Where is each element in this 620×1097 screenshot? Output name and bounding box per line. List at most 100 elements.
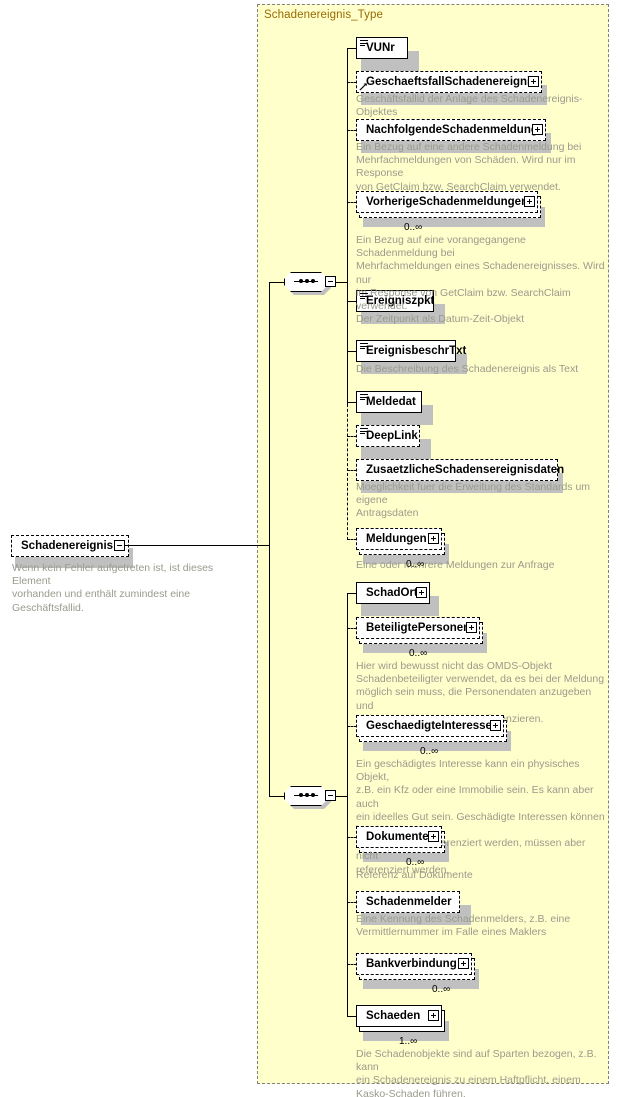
group2-trunk-lower <box>347 796 348 1016</box>
occurrence-meldungen: 0..∞ <box>406 559 425 570</box>
annotation-dokumente: Referenz auf Dokumente <box>356 869 473 881</box>
sequence-1-dot-3 <box>311 279 315 283</box>
annotation-schaeden: Die Schadenobjekte sind auf Sparten bezo… <box>356 1048 597 1097</box>
annotation-geschaeftsfallschadenereignis: Geschäftsfallid der Anlage des Schadener… <box>356 93 583 119</box>
element-bankverbindung[interactable]: Bankverbindung <box>356 953 472 975</box>
sequence-1-dot-1 <box>299 279 303 283</box>
annotation-geschaedigteinteressen: Ein geschädigtes Interesse kann ein phys… <box>356 758 605 876</box>
branch-meldedat <box>347 402 357 403</box>
element-bankverbindung-label: Bankverbindung <box>366 957 457 970</box>
simple-type-icon <box>360 40 368 46</box>
occurrence-bankverbindung: 0..∞ <box>432 984 451 995</box>
expand-geschaedigteinteressen-icon[interactable] <box>490 720 501 731</box>
root-trunk-vertical-upper <box>269 282 270 546</box>
element-meldedat-label: Meldedat <box>366 395 416 408</box>
occurrence-dokumente: 0..∞ <box>406 857 425 868</box>
annotation-meldungen: Eine oder mehrere Meldungen zur Anfrage <box>356 559 555 571</box>
element-nachfolgendeschadenmeldung-label: NachfolgendeSchadenmeldung <box>366 123 538 136</box>
element-deeplink-label: DeepLink <box>366 429 418 442</box>
occurrence-schaeden: 1..∞ <box>399 1036 418 1047</box>
seq1-inlet-line <box>269 282 284 283</box>
simple-type-icon <box>360 343 368 349</box>
root-connector-line <box>125 545 270 546</box>
branch-nachfolgendeschadenmeldung <box>347 130 357 131</box>
branch-schaeden <box>347 1016 357 1017</box>
expand-bankverbindung-icon[interactable] <box>458 958 469 969</box>
element-dokumente-label: Dokumente <box>366 830 429 843</box>
element-meldedat[interactable]: Meldedat <box>356 391 422 413</box>
annotation-nachfolgendeschadenmeldung: Ein Bezug auf eine andere Schadenmeldung… <box>356 141 582 193</box>
branch-vunr <box>347 48 357 49</box>
element-beteiligtepersonen[interactable]: BeteiligtePersonen <box>356 617 480 639</box>
sequence-compositor-1[interactable] <box>284 272 328 292</box>
expand-dokumente-icon[interactable] <box>428 831 439 842</box>
simple-type-icon <box>360 428 368 434</box>
root-element-label: Schadenereignis <box>21 539 114 552</box>
element-meldungen[interactable]: Meldungen <box>356 528 442 550</box>
simple-type-icon <box>360 293 368 299</box>
element-zusaetzlicheschadensereignisdaten-label: ZusaetzlicheSchadensereignisdaten <box>366 463 565 476</box>
element-geschaeftsfallschadenereignis-label: GeschaeftsfallSchadenereignis <box>366 75 537 88</box>
expand-beteiligtepersonen-icon[interactable] <box>466 622 477 633</box>
element-schadenmelder[interactable]: Schadenmelder <box>356 891 460 913</box>
reference-arrow-icon <box>359 83 367 91</box>
sequence-2-dot-1 <box>299 793 303 797</box>
sequence-1-collapse-icon[interactable] <box>325 276 336 287</box>
seq2-inlet-line <box>269 796 284 797</box>
simple-type-icon <box>360 394 368 400</box>
sequence-1-outlet <box>336 282 348 283</box>
element-schaeden[interactable]: Schaeden <box>356 1005 442 1027</box>
element-dokumente[interactable]: Dokumente <box>356 826 442 848</box>
occurrence-geschaedigteinteressen: 0..∞ <box>420 746 439 757</box>
element-ereigniszpkt-label: Ereigniszpkt <box>366 294 435 307</box>
branch-vorherigeschadenmeldungen <box>347 202 357 203</box>
annotation-zusaetzlicheschadensereignisdaten: Moeglichkeit fuer die Erweitung des Stan… <box>356 481 591 520</box>
branch-deeplink <box>347 436 357 437</box>
element-deeplink[interactable]: DeepLink <box>356 425 420 447</box>
element-vunr-label: VUNr <box>366 41 395 54</box>
sequence-compositor-2[interactable] <box>284 786 328 806</box>
occurrence-beteiligtepersonen: 0..∞ <box>409 648 428 659</box>
element-schadenmelder-label: Schadenmelder <box>366 895 452 908</box>
expand-schaeden-icon[interactable] <box>428 1010 439 1021</box>
branch-meldungen <box>347 539 357 540</box>
branch-beteiligtepersonen <box>347 628 357 629</box>
expand-meldungen-icon[interactable] <box>428 533 439 544</box>
branch-schadenmelder <box>347 902 357 903</box>
branch-ereigniszpkt <box>347 301 357 302</box>
element-vunr[interactable]: VUNr <box>356 37 408 59</box>
element-geschaeftsfallschadenereignis[interactable]: GeschaeftsfallSchadenereignis <box>356 71 542 93</box>
expand-schadort-icon[interactable] <box>416 587 427 598</box>
element-zusaetzlicheschadensereignisdaten[interactable]: ZusaetzlicheSchadensereignisdaten <box>356 459 564 481</box>
element-meldungen-label: Meldungen <box>366 532 427 545</box>
sequence-1-dot-2 <box>305 279 309 283</box>
type-title: Schadenereignis_Type <box>264 9 383 21</box>
element-beteiligtepersonen-label: BeteiligtePersonen <box>366 621 471 634</box>
element-vorherigeschadenmeldungen-label: VorherigeSchadenmeldungen <box>366 195 529 208</box>
element-vorherigeschadenmeldungen[interactable]: VorherigeSchadenmeldungen <box>356 191 538 213</box>
sequence-2-collapse-icon[interactable] <box>325 790 336 801</box>
expand-geschaeftsfallschadenereignis-icon[interactable] <box>528 76 539 87</box>
element-geschaedigteinteressen-label: GeschaedigteInteressen <box>366 719 499 732</box>
sequence-2-outlet <box>336 796 348 797</box>
branch-zusaetzlicheschadensereignisdaten <box>347 470 357 471</box>
element-schaeden-label: Schaeden <box>366 1009 421 1022</box>
element-schadort[interactable]: SchadOrt <box>356 582 430 604</box>
element-schadort-label: SchadOrt <box>366 586 418 599</box>
element-geschaedigteinteressen[interactable]: GeschaedigteInteressen <box>356 715 504 737</box>
branch-dokumente <box>347 837 357 838</box>
root-trunk-vertical-lower <box>269 545 270 796</box>
root-collapse-icon[interactable] <box>114 540 125 551</box>
sequence-2-dot-3 <box>311 793 315 797</box>
expand-vorherigeschadenmeldungen-icon[interactable] <box>524 196 535 207</box>
element-ereignisbeschrtxt[interactable]: EreignisbeschrTxt <box>356 340 466 362</box>
branch-ereignisbeschrtxt <box>347 351 357 352</box>
element-nachfolgendeschadenmeldung[interactable]: NachfolgendeSchadenmeldung <box>356 119 546 141</box>
root-annotation: Wenn kein Fehler aufgetreten ist, ist di… <box>12 562 214 614</box>
annotation-ereigniszpkt: Der Zeitpunkt als Datum-Zeit-Objekt <box>356 313 525 325</box>
root-element-schadenereignis[interactable]: Schadenereignis <box>11 535 129 557</box>
annotation-schadenmelder: Eine Kennung des Schadenmelders, z.B. ei… <box>356 913 571 939</box>
element-ereignisbeschrtxt-label: EreignisbeschrTxt <box>366 344 467 357</box>
expand-nachfolgendeschadenmeldung-icon[interactable] <box>532 124 543 135</box>
